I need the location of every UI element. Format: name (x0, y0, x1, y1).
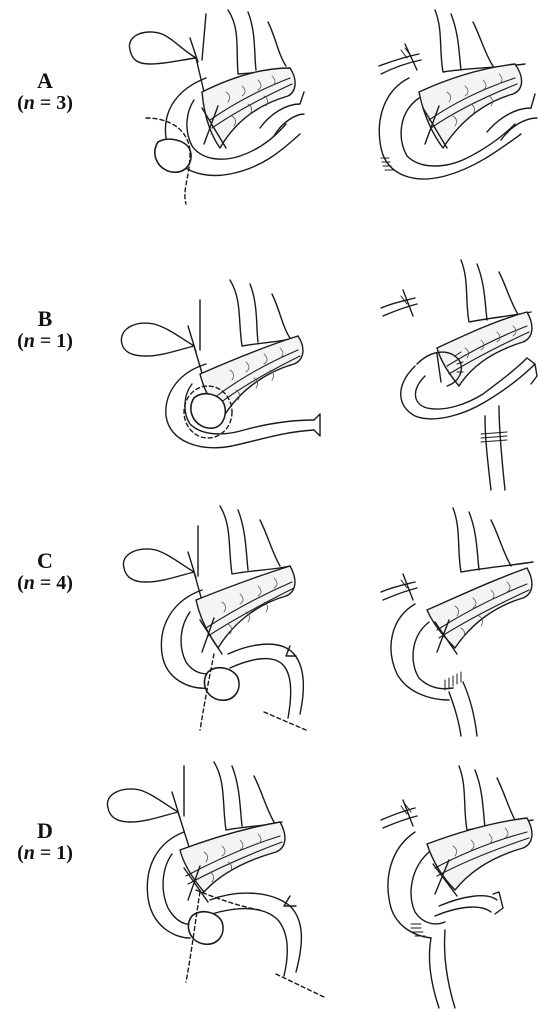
panel-count: (n = 4) (4, 572, 86, 594)
gallbladder (107, 789, 178, 822)
pancreas (202, 68, 295, 148)
preop-drawing-c (110, 504, 320, 732)
pancreas (419, 64, 522, 148)
preop-drawing-d (100, 760, 330, 1010)
jejunal-resection-line (264, 712, 306, 730)
stomach (214, 762, 282, 830)
panel-letter: C (4, 550, 86, 572)
stomach (228, 10, 290, 74)
stomach (453, 508, 533, 572)
panel-b: B (n = 1) (0, 240, 541, 492)
panel-c: C (n = 4) (0, 492, 541, 754)
panel-a: A (n = 3) (0, 0, 541, 240)
gallbladder (121, 323, 194, 356)
bile-duct (172, 766, 190, 850)
bile-duct (381, 290, 417, 316)
panel-letter: A (4, 70, 86, 92)
jejunal-resection-line (276, 974, 326, 998)
gallbladder (129, 32, 196, 64)
efferent-limb (485, 406, 505, 490)
panel-letter: D (4, 820, 86, 842)
panel-d: D (n = 1) (0, 754, 541, 1012)
panel-label-d: D (n = 1) (4, 820, 86, 864)
postop-drawing-d (375, 760, 541, 1010)
postop-drawing-b (375, 256, 541, 492)
anastomosis-suture (481, 432, 507, 442)
panel-count: (n = 3) (4, 92, 86, 114)
pancreas (180, 822, 285, 892)
panel-count: (n = 1) (4, 842, 86, 864)
tumor (204, 668, 239, 700)
postop-drawing-c (375, 502, 541, 738)
stomach (220, 506, 290, 574)
efferent-limb (449, 682, 477, 736)
bile-duct (381, 574, 417, 600)
panel-label-c: C (n = 4) (4, 550, 86, 594)
pancreas (427, 818, 532, 890)
panel-letter: B (4, 308, 86, 330)
jejunal-limb (435, 896, 497, 916)
bile-duct (381, 800, 417, 828)
stomach (461, 260, 531, 322)
panel-label-a: A (n = 3) (4, 70, 86, 114)
tumor (191, 394, 225, 428)
pancreas (437, 312, 532, 386)
anastomosis-suture (411, 924, 425, 936)
postop-drawing-a (375, 8, 541, 208)
bile-duct (379, 44, 421, 74)
tumor (155, 139, 191, 172)
preop-drawing-a (110, 8, 310, 208)
preop-drawing-b (110, 260, 325, 470)
tumor (188, 912, 223, 944)
stomach (435, 10, 525, 72)
panel-label-b: B (n = 1) (4, 308, 86, 352)
stomach (230, 280, 298, 346)
panel-count: (n = 1) (4, 330, 86, 352)
bile-duct (190, 14, 206, 92)
efferent-limb (429, 930, 455, 1008)
gallbladder (123, 549, 194, 582)
